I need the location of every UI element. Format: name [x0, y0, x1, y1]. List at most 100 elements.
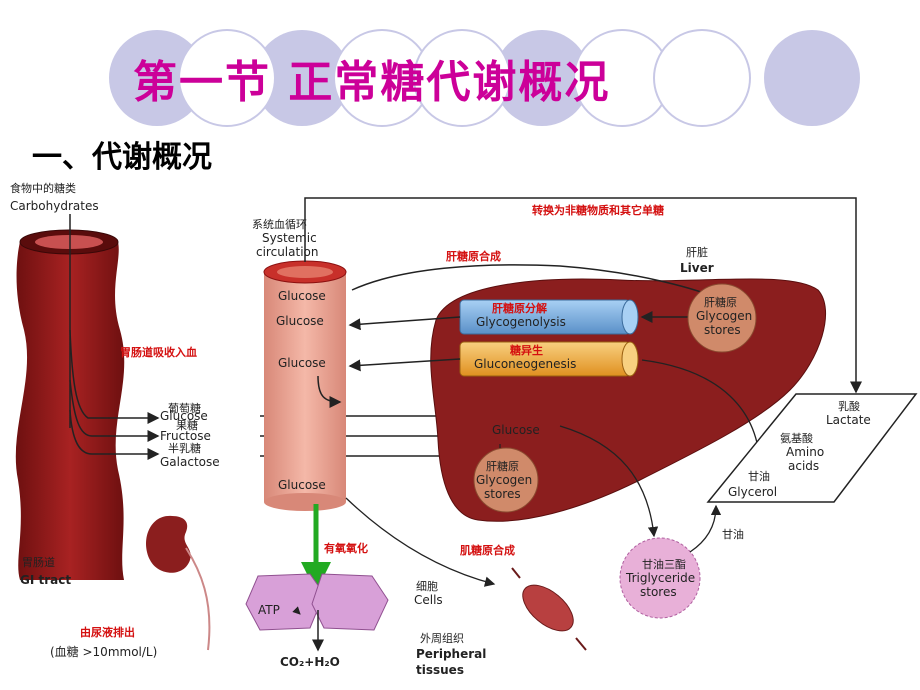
- glucose-vessel-3: Glucose: [278, 356, 326, 370]
- cell-1: [245, 573, 325, 631]
- cell-2: [311, 573, 389, 631]
- fructose-absorb-arrow: [69, 379, 160, 442]
- liver-stores-en-1: Glycogen: [696, 309, 752, 323]
- vessel-body: [264, 272, 346, 502]
- glucose-vessel-2: Glucose: [276, 314, 324, 328]
- glucose-to-triglyceride-arrow: [559, 425, 659, 538]
- liver-glycogen2-en-2: stores: [484, 487, 521, 501]
- fructose-en-label: Fructose: [160, 429, 211, 443]
- co2-label: CO₂+H₂O: [280, 655, 340, 669]
- glucose-en-label: Glucose: [160, 409, 208, 423]
- food-carbs-en: Carbohydrates: [10, 199, 99, 213]
- metabolism-diagram: 食物中的糖类 Carbohydrates 胃肠道吸收入血 葡萄糖 Glucose…: [10, 181, 918, 677]
- yellow-tube-end: [621, 341, 639, 377]
- glycogenolysis-en: Glycogenolysis: [476, 315, 566, 329]
- galactose-en-label: Galactose: [160, 455, 220, 469]
- muscle-glycogen-label: 肌糖原合成: [459, 543, 515, 557]
- stores-blob-2: [473, 447, 539, 513]
- convert-label: 转换为非糖物质和其它单糖: [532, 203, 664, 217]
- atp-arrow: [292, 606, 301, 615]
- glucose-vessel-4: Glucose: [278, 478, 326, 492]
- triglyceride-en-1: Triglyceride: [625, 571, 695, 585]
- gi-tract-en: GI tract: [20, 573, 71, 587]
- deco-circle: [764, 30, 860, 126]
- gi-tract-cn: 胃肠道: [22, 555, 55, 569]
- urine-condition: (血糖 >10mmol/L): [50, 644, 157, 659]
- liver-glycogen2-cn: 肝糖原: [486, 459, 519, 473]
- vessel-bottom: [264, 493, 346, 511]
- systemic-vessel: [263, 260, 347, 511]
- glucose-in-liver: Glucose: [492, 423, 540, 437]
- glycogen-synthesis-arrow: [351, 264, 724, 302]
- liver-en: Liver: [680, 261, 714, 275]
- gluconeogenesis-tube: [459, 341, 639, 377]
- gluconeogenesis-cn: 糖异生: [510, 343, 543, 357]
- muscle-icon: [511, 567, 587, 651]
- liver-stores-cn: 肝糖原: [704, 295, 737, 309]
- liver-cn: 肝脏: [686, 246, 708, 259]
- deco-circle: [494, 30, 590, 126]
- muscle-glycogen-arrow: [345, 497, 496, 587]
- liver-glycogen-stores: [687, 283, 757, 353]
- ureter: [185, 547, 211, 651]
- kidney: [146, 515, 211, 651]
- triglyceride-en-2: stores: [640, 585, 677, 599]
- lactate-cn: 乳酸: [838, 399, 860, 413]
- decorative-circles: [109, 29, 860, 127]
- precursor-parallelogram: [706, 393, 918, 503]
- systemic-en-2: circulation: [256, 245, 318, 259]
- deco-circle-outline: [653, 29, 751, 127]
- triglyceride-stores: [619, 537, 701, 619]
- liver-glycogen-stores-2: [473, 447, 539, 513]
- kidney-shape: [146, 515, 191, 573]
- gi-tract-lumen: [35, 235, 103, 249]
- vessel-down-arrow: [317, 375, 342, 408]
- muscle-tendons: [511, 567, 587, 651]
- blue-tube-end: [621, 299, 639, 335]
- liver-stores-en-2: stores: [704, 323, 741, 337]
- gluconeogenesis-to-blood-arrow: [348, 358, 461, 372]
- slide-title: 第一节 正常糖代谢概况: [133, 57, 611, 108]
- deco-circle-outline: [178, 29, 276, 127]
- systemic-cn: 系统血循环: [252, 217, 307, 231]
- triglyceride-cn: 甘油三酯: [642, 557, 686, 571]
- peripheral-cn: 外周组织: [420, 631, 464, 645]
- precursor-box: [706, 393, 918, 503]
- peripheral-en-2: tissues: [416, 663, 464, 677]
- glycerol-cn: 甘油: [748, 469, 770, 483]
- amino-en-1: Amino: [786, 445, 824, 459]
- peripheral-en-1: Peripheral: [416, 647, 486, 661]
- amino-cn: 氨基酸: [780, 431, 813, 445]
- cells-en: Cells: [414, 593, 443, 607]
- cells: [245, 573, 389, 631]
- fructose-cn-label: 果糖: [176, 418, 198, 432]
- gi-absorb-label: 胃肠道吸收入血: [120, 345, 197, 359]
- convert-arrow: [304, 197, 862, 394]
- deco-circle: [109, 30, 205, 126]
- glucose-vessel-1: Glucose: [278, 289, 326, 303]
- glucose-cn-label: 葡萄糖: [168, 401, 201, 415]
- stores-blob: [687, 283, 757, 353]
- triglyceride-to-glycerol-arrow: [689, 504, 722, 553]
- galactose-absorb-arrow: [69, 409, 160, 460]
- amino-en-2: acids: [788, 459, 819, 473]
- galactose-cn-label: 半乳糖: [168, 441, 201, 455]
- glucose-absorb-arrow: [69, 329, 160, 424]
- muscle-bundle: [522, 584, 574, 632]
- gluconeogenesis-en: Gluconeogenesis: [474, 357, 576, 371]
- deco-circle: [254, 30, 350, 126]
- deco-circle-outline: [413, 29, 511, 127]
- glycogenolysis-tube: [459, 299, 639, 335]
- urine-label: 由尿液排出: [80, 625, 135, 639]
- glycogenolysis-to-blood-arrow: [348, 316, 461, 331]
- glycerol-en: Glycerol: [728, 485, 777, 499]
- glycerol-label: 甘油: [722, 527, 744, 541]
- cells-cn: 细胞: [416, 580, 438, 593]
- aerobic-label: 有氧氧化: [324, 541, 368, 555]
- vessel-lumen: [277, 266, 333, 278]
- liver-glycogen2-en-1: Glycogen: [476, 473, 532, 487]
- slide-subtitle: 一、代谢概况: [32, 140, 212, 175]
- triglyceride-blob: [619, 537, 701, 619]
- glycogenolysis-cn: 肝糖原分解: [492, 301, 547, 315]
